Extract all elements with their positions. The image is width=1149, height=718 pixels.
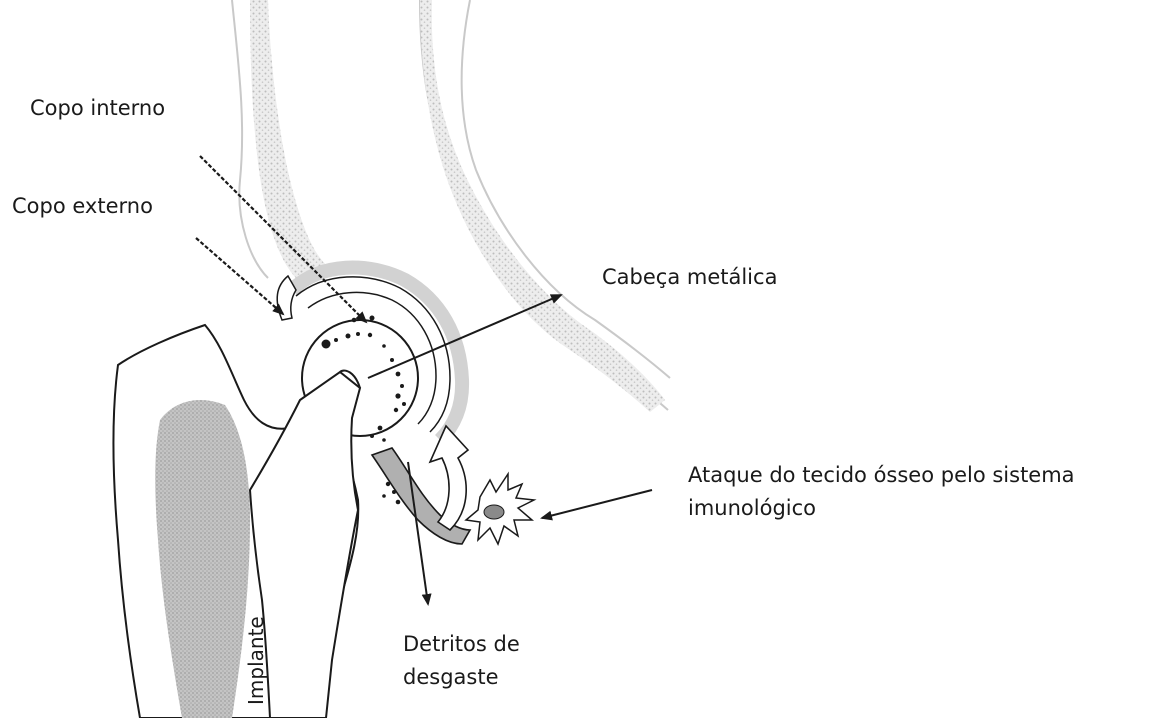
label-immune-attack-line1: Ataque do tecido ósseo pelo sistema <box>688 459 1075 492</box>
label-wear-debris-line2: desgaste <box>403 661 520 694</box>
label-outer-cup: Copo externo <box>12 190 153 223</box>
label-wear-debris: Detritos de desgaste <box>403 628 520 694</box>
label-immune-attack: Ataque do tecido ósseo pelo sistema imun… <box>688 459 1075 525</box>
wear-debris-arrow <box>408 462 428 604</box>
osteoclast-cell <box>466 474 534 544</box>
immune-attack-arrow <box>542 490 652 518</box>
outer-cup-arrow <box>196 238 283 314</box>
label-implant: Implante <box>244 616 268 705</box>
label-immune-attack-line2: imunológico <box>688 492 1075 525</box>
label-metal-head: Cabeça metálica <box>602 261 777 294</box>
pelvis-shading-left <box>250 0 330 282</box>
label-wear-debris-line1: Detritos de <box>403 628 520 661</box>
label-inner-cup: Copo interno <box>30 92 165 125</box>
